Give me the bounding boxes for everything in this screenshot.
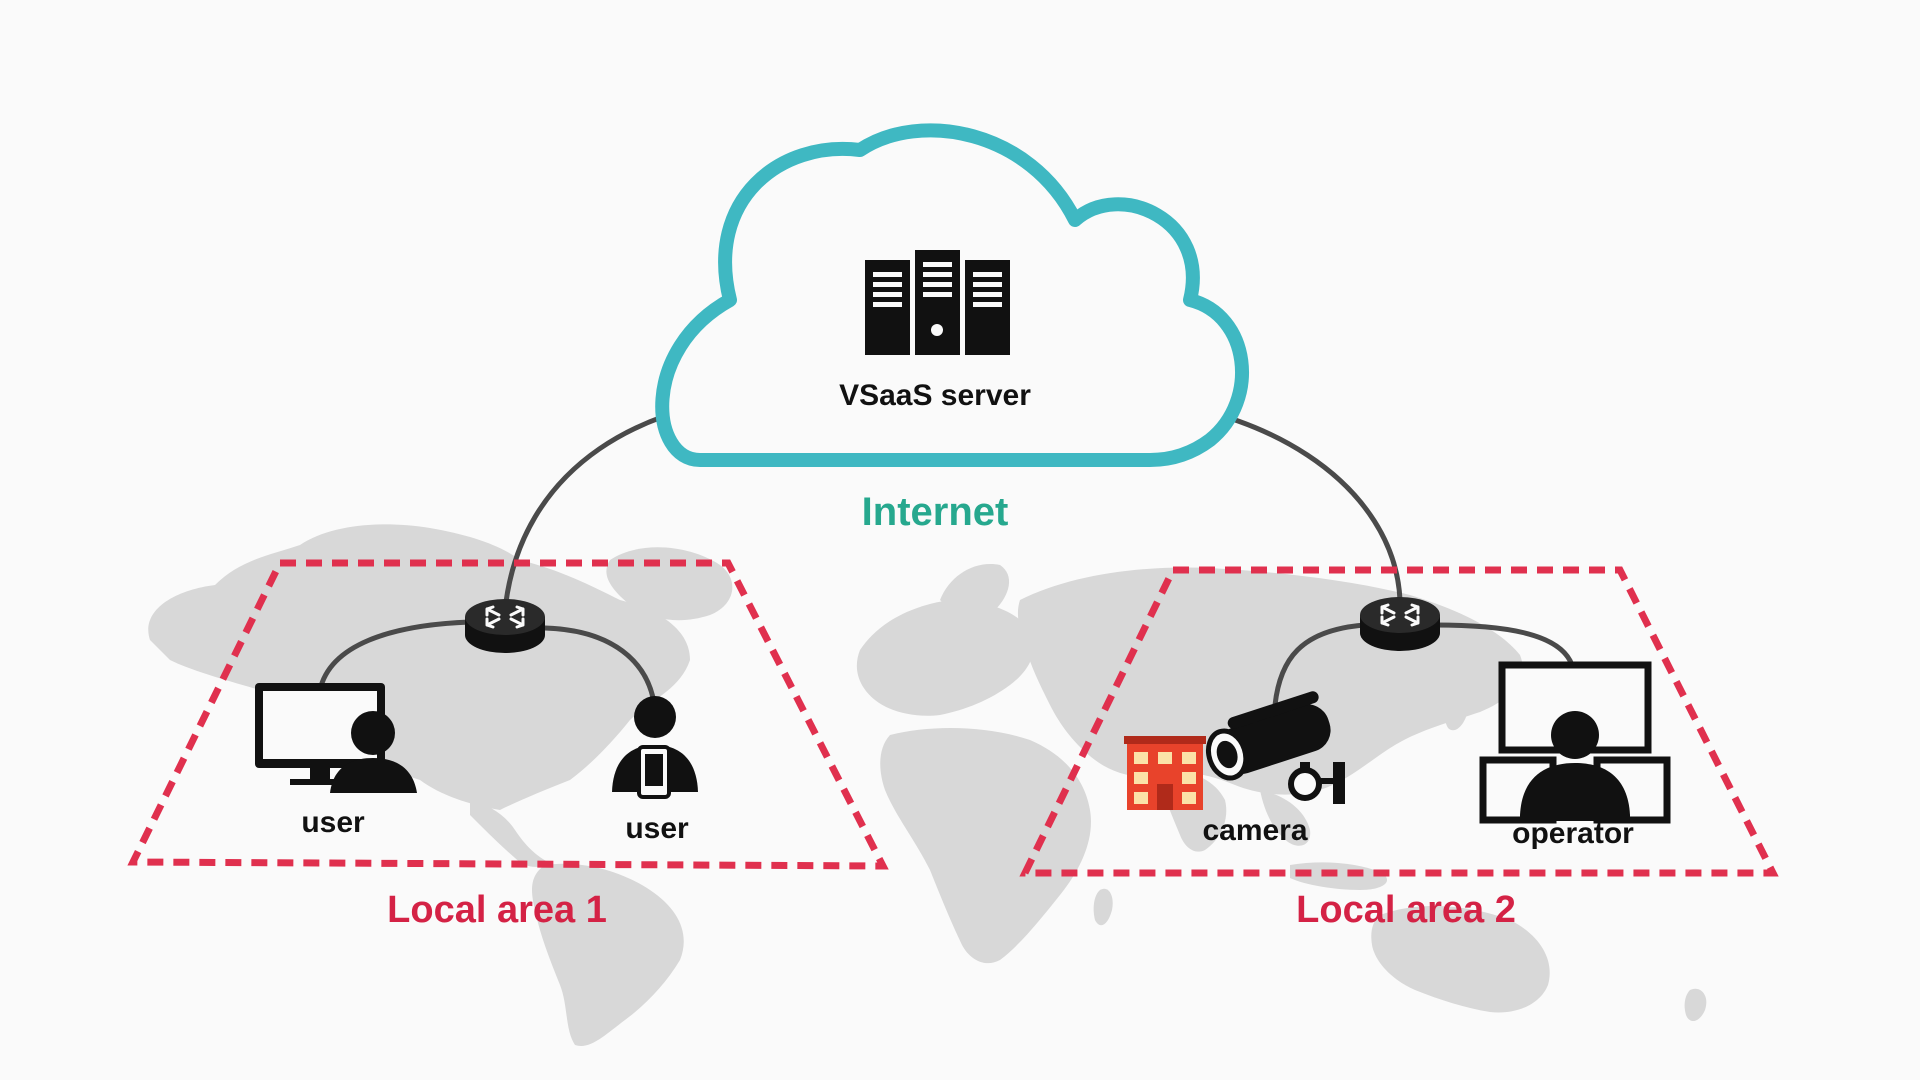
- area-2-operator-label: operator: [1512, 817, 1634, 850]
- local-area-2-border: [1019, 566, 1779, 877]
- map-indonesia: [1290, 862, 1388, 890]
- local-area-1: user user Local area 1: [127, 559, 889, 931]
- link-router2-camera: [1272, 622, 1368, 708]
- map-madagascar: [1093, 888, 1113, 926]
- map-japan: [1444, 688, 1469, 731]
- router-icon: [465, 599, 545, 653]
- router-icon: [1360, 597, 1440, 651]
- internet-label: Internet: [862, 490, 1009, 534]
- map-north-america: [148, 524, 691, 810]
- local-area-2: camera operator Local area 2: [1019, 566, 1779, 931]
- desktop-user-icon: [255, 683, 417, 793]
- map-australia: [1371, 905, 1550, 1013]
- building-icon: [1124, 736, 1206, 810]
- local-area-1-border: [127, 559, 889, 870]
- link-router1-desktop-user: [317, 619, 473, 693]
- map-se-asia: [1260, 790, 1311, 846]
- server-label: VSaaS server: [839, 379, 1031, 412]
- local-area-1-label: Local area 1: [387, 889, 607, 931]
- security-camera-icon: [1205, 691, 1345, 804]
- map-africa: [880, 728, 1091, 964]
- area-1-user-mobile-label: user: [625, 812, 689, 845]
- map-central-america: [470, 800, 548, 867]
- map-south-america: [532, 863, 684, 1046]
- map-scandinavia: [940, 564, 1010, 617]
- mobile-user-icon: [612, 696, 698, 799]
- server-rack-icon: [865, 250, 1010, 355]
- link-router1-mobile-user: [542, 625, 658, 713]
- map-europe: [856, 600, 1034, 716]
- local-area-2-label: Local area 2: [1296, 889, 1516, 931]
- operator-monitors-icon: [1479, 661, 1671, 824]
- area-2-camera-label: camera: [1202, 814, 1307, 847]
- map-new-zealand: [1684, 988, 1707, 1022]
- link-router2-operator: [1432, 622, 1575, 668]
- cloud: VSaaS server: [655, 123, 1249, 467]
- area-1-user-desktop-label: user: [301, 806, 365, 839]
